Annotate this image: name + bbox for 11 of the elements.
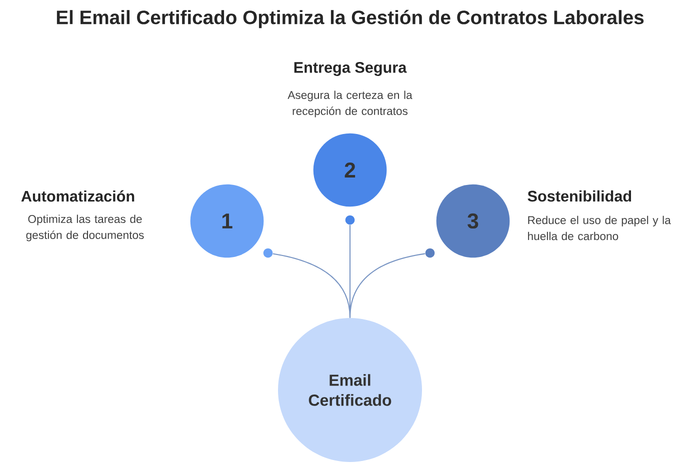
connector-dot [425, 248, 435, 258]
connector-dot [345, 215, 355, 225]
heading: Sostenibilidad [528, 190, 632, 202]
description: Reduce el uso de papel y la huella de carbono [528, 216, 671, 240]
connector-dot [263, 248, 273, 258]
title: El Email Certificado Optimiza la Gestión de Contratos Laborales [56, 10, 644, 28]
description: Asegura la certeza en la recepción de contratos [288, 90, 412, 118]
heading: Automatización [21, 190, 134, 202]
heading: Entrega Segura [294, 62, 407, 76]
description: Optimiza las tareas de gestión de documentos [26, 214, 144, 242]
connector-line [349, 253, 426, 318]
